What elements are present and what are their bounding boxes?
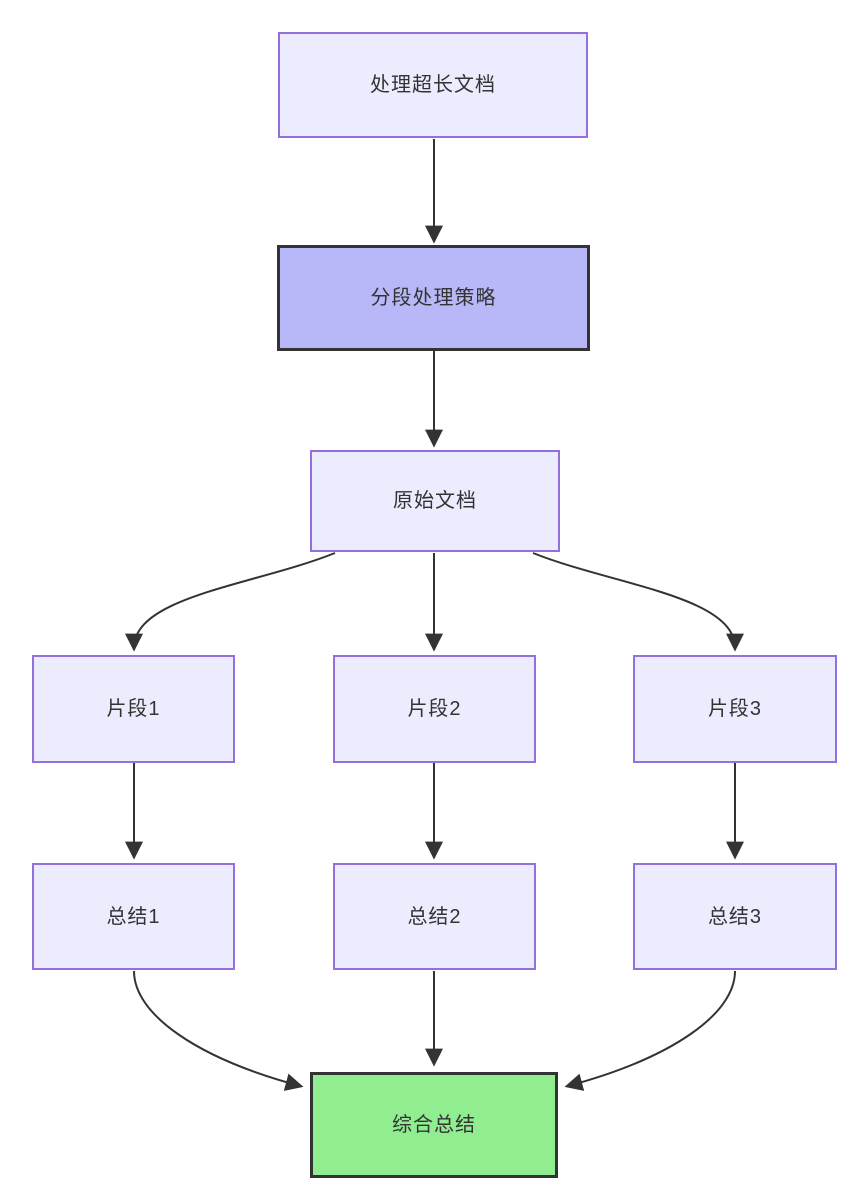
node-combined-summary: 综合总结 [310,1072,558,1178]
node-label: 原始文档 [393,490,477,512]
edge-e3-f [564,970,736,1091]
node-label: 总结1 [106,905,161,928]
node-label: 总结2 [407,905,462,928]
node-original-document: 原始文档 [310,450,560,552]
node-fragment-1: 片段1 [32,655,235,763]
edge-c-d3 [532,552,744,652]
edge-c-d1 [125,552,336,652]
node-summary-2: 总结2 [333,863,536,970]
node-label: 片段3 [707,698,763,720]
node-handle-long-document: 处理超长文档 [278,32,588,138]
edge-e1-f [133,970,304,1091]
node-label: 片段2 [407,698,462,720]
node-fragment-3: 片段3 [633,655,837,763]
node-summary-3: 总结3 [633,863,837,970]
node-label: 片段1 [106,698,161,720]
node-summary-1: 总结1 [32,863,235,970]
node-label: 处理超长文档 [370,74,496,96]
node-fragment-2: 片段2 [333,655,536,763]
node-segmentation-strategy: 分段处理策略 [277,245,590,351]
node-label: 分段处理策略 [370,287,497,309]
node-label: 总结3 [707,905,763,928]
node-label: 综合总结 [392,1114,476,1136]
